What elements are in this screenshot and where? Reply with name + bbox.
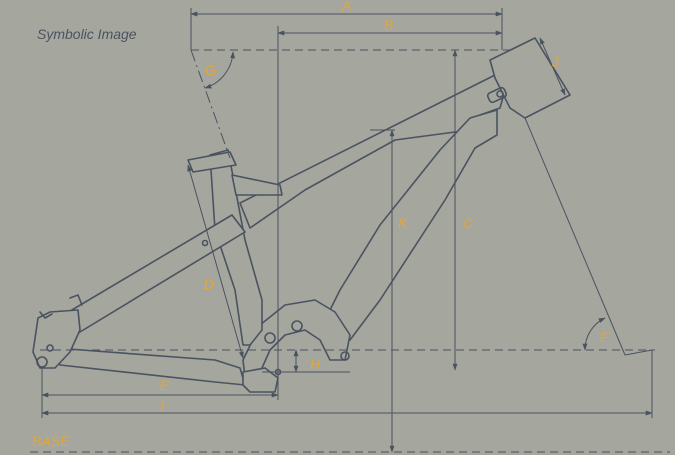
label-D: D	[204, 276, 214, 292]
label-K: K	[398, 215, 408, 231]
label-B: B	[384, 17, 393, 33]
steering-axis-line	[524, 117, 626, 356]
dim-J-line	[539, 37, 566, 96]
pivot-bolt-icon	[291, 320, 303, 332]
rear-dropout	[32, 309, 81, 369]
frame-strut	[231, 174, 283, 196]
label-H: H	[310, 356, 321, 372]
label-base: BASE	[32, 433, 70, 449]
dim-F-arc	[582, 317, 606, 351]
bolt-icon	[496, 90, 504, 98]
dim-D-line	[187, 164, 244, 359]
seat-axis-line	[190, 49, 231, 159]
motor-bolt-icon	[340, 351, 350, 361]
dim-G-arc	[204, 51, 236, 89]
derailleur-hanger	[39, 294, 83, 319]
bottom-bracket-shell	[242, 367, 279, 393]
bb-center-marker	[274, 368, 282, 376]
dropout-bolt-icon	[46, 344, 54, 352]
fork-offset-line	[624, 349, 653, 356]
rear-axle-icon	[36, 356, 48, 368]
label-J: J	[551, 54, 560, 70]
pivot-bolt-icon	[264, 332, 276, 344]
head-tube-badge	[486, 86, 508, 104]
label-F: F	[600, 329, 610, 345]
dimension-lines	[30, 8, 670, 453]
symbolic-image-caption: Symbolic Image	[37, 26, 137, 42]
label-C: C	[463, 215, 474, 231]
bike-frame	[32, 37, 571, 393]
label-E: E	[160, 377, 170, 393]
seat-stay	[54, 214, 246, 336]
chain-stay	[54, 347, 246, 386]
label-A: A	[341, 0, 351, 14]
label-G: G	[205, 62, 216, 78]
dimension-labels: A B G J K C D F H E I BASE	[32, 0, 610, 449]
label-I: I	[160, 398, 164, 414]
